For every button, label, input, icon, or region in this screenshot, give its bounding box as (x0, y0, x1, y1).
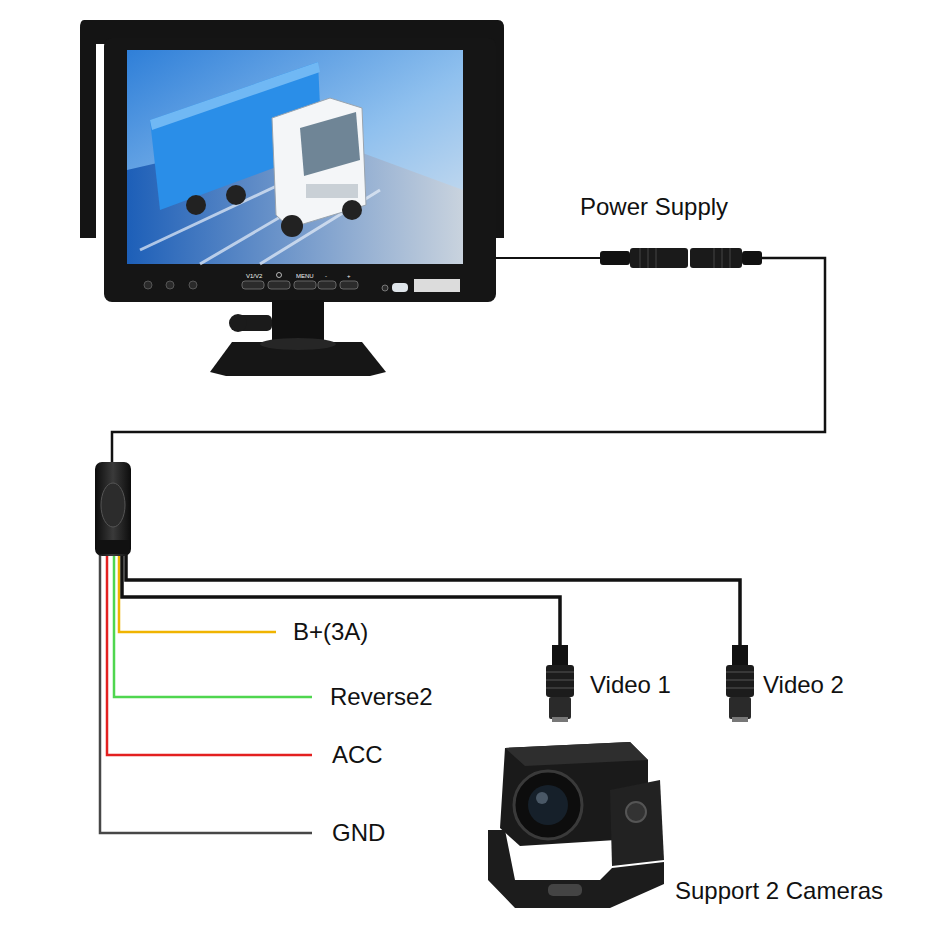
camera (488, 742, 664, 908)
monitor-part (260, 338, 336, 350)
wire-harness-part (119, 552, 276, 632)
note-text: Support 2 Cameras (675, 877, 883, 905)
power-cable-part (742, 251, 762, 265)
monitor (80, 20, 504, 376)
monitor-part (144, 281, 152, 289)
connector-label: Video 1 (590, 671, 671, 699)
wire-label: Reverse2 (330, 683, 433, 711)
video-connector (726, 645, 754, 722)
video-connector-part (546, 665, 574, 697)
monitor-part (281, 215, 303, 237)
monitor-part (186, 195, 206, 215)
wire-label: GND (332, 819, 385, 847)
monitor-part (127, 50, 463, 264)
video-connector-part (732, 645, 748, 665)
video-connector-part (552, 645, 568, 665)
power-cable (112, 248, 825, 464)
wire-harness-part (114, 552, 312, 697)
button-label: MENU (296, 273, 314, 279)
wire-label: B+(3A) (293, 618, 368, 646)
junction-box (95, 462, 131, 556)
monitor-part (300, 112, 360, 176)
camera-part (505, 742, 648, 766)
camera-part (610, 780, 664, 866)
button-label: - (325, 273, 327, 279)
power-cable-part (714, 248, 730, 268)
monitor-part (226, 185, 246, 205)
monitor-part (414, 279, 460, 292)
camera-part (514, 771, 582, 839)
connector-label: Video 2 (763, 671, 844, 699)
monitor-part (318, 281, 336, 289)
monitor-part (340, 281, 358, 289)
monitor-part (306, 184, 358, 198)
monitor-part (294, 281, 316, 289)
video-connector-part (549, 697, 571, 719)
monitor-part (229, 314, 247, 332)
camera-part (528, 785, 568, 825)
monitor-part (272, 98, 366, 228)
monitor-part (166, 281, 174, 289)
camera-part (536, 792, 548, 804)
monitor-part (189, 281, 197, 289)
power-cable-part (630, 248, 688, 268)
junction-box-part (95, 462, 131, 556)
video-connector-part (726, 672, 754, 688)
camera-part (548, 884, 582, 896)
junction-box-part (101, 483, 125, 527)
wire-harness-part (100, 552, 312, 833)
monitor-part (242, 281, 264, 289)
video-connector-part (726, 665, 754, 697)
power-cable-part (690, 248, 742, 268)
power-cable-part (600, 251, 630, 265)
monitor-part (277, 273, 282, 278)
wire-harness-part (107, 552, 312, 755)
monitor-part (392, 283, 408, 292)
junction-box-part (97, 540, 129, 554)
monitor-part (342, 200, 362, 220)
cable-label: Power Supply (580, 193, 728, 221)
monitor-part (104, 38, 496, 302)
wire-harness-part (126, 552, 740, 648)
wire-harness-part (122, 552, 560, 648)
monitor-part (268, 281, 290, 289)
power-cable-part (112, 258, 825, 464)
monitor-part (382, 285, 388, 291)
video-connector-part (729, 697, 751, 719)
video-connector-part (552, 717, 568, 722)
power-cable-part (496, 257, 600, 259)
camera-part (626, 802, 646, 822)
video-connector-part (546, 672, 574, 688)
power-cable-part (640, 248, 656, 268)
button-label: V1/V2 (246, 273, 262, 279)
video-connector-part (732, 717, 748, 722)
button-label: + (347, 273, 351, 279)
wire-label: ACC (332, 741, 383, 769)
camera-part (488, 830, 664, 908)
video-connector (546, 645, 574, 722)
